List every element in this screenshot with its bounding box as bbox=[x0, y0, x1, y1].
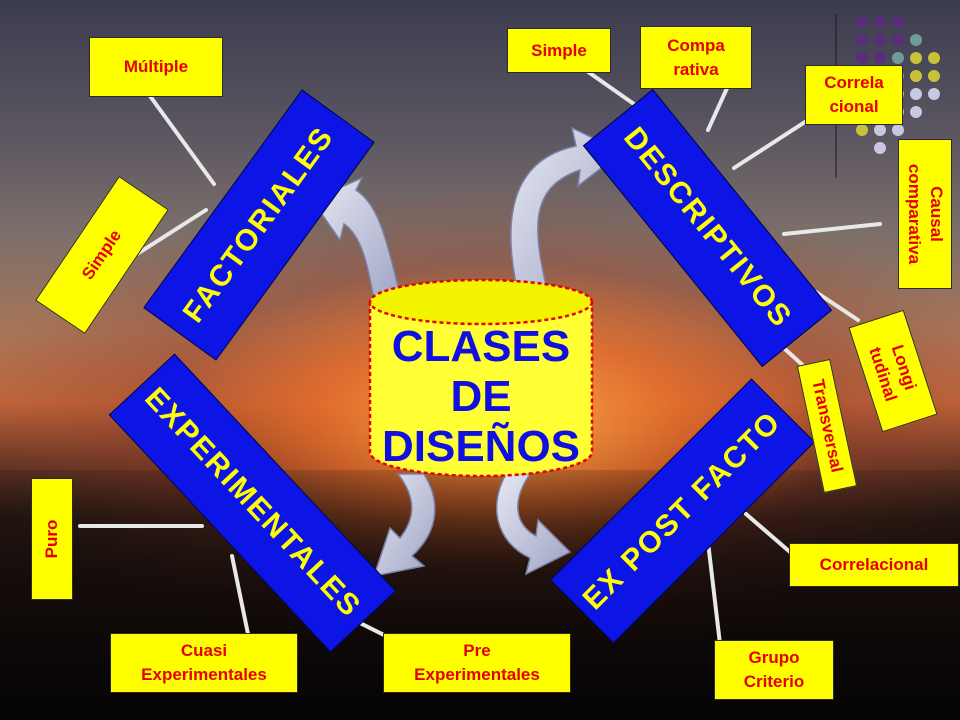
box-expostfacto-correlacional: Correlacional bbox=[789, 543, 959, 587]
center-title-line1: CLASES bbox=[391, 322, 571, 371]
box-factorial-multiple: Múltiple bbox=[89, 37, 223, 97]
curved-arrows bbox=[310, 126, 624, 577]
center-title: CLASES DE DISEÑOS bbox=[362, 322, 600, 472]
box-expostfacto-grupo-criterio: Grupo Criterio bbox=[714, 640, 834, 700]
box-descriptivo-comparativa: Compa rativa bbox=[640, 26, 752, 89]
arrow-to-experimentales bbox=[372, 473, 436, 577]
box-experimental-puro: Puro bbox=[31, 478, 73, 600]
arrow-to-descriptivos bbox=[510, 126, 624, 303]
center-cylinder bbox=[368, 278, 594, 478]
center-title-line3: DISEÑOS bbox=[381, 422, 581, 471]
box-descriptivo-correlacional: Correla cional bbox=[805, 65, 903, 125]
box-experimental-cuasi: Cuasi Experimentales bbox=[110, 633, 298, 693]
arrow-to-ex-post-facto bbox=[495, 473, 572, 576]
box-descriptivo-simple: Simple bbox=[507, 28, 611, 73]
box-experimental-pre: Pre Experimentales bbox=[383, 633, 571, 693]
center-title-line2: DE bbox=[450, 372, 512, 421]
box-descriptivo-causal-comparativa: Causal comparativa bbox=[898, 139, 952, 289]
